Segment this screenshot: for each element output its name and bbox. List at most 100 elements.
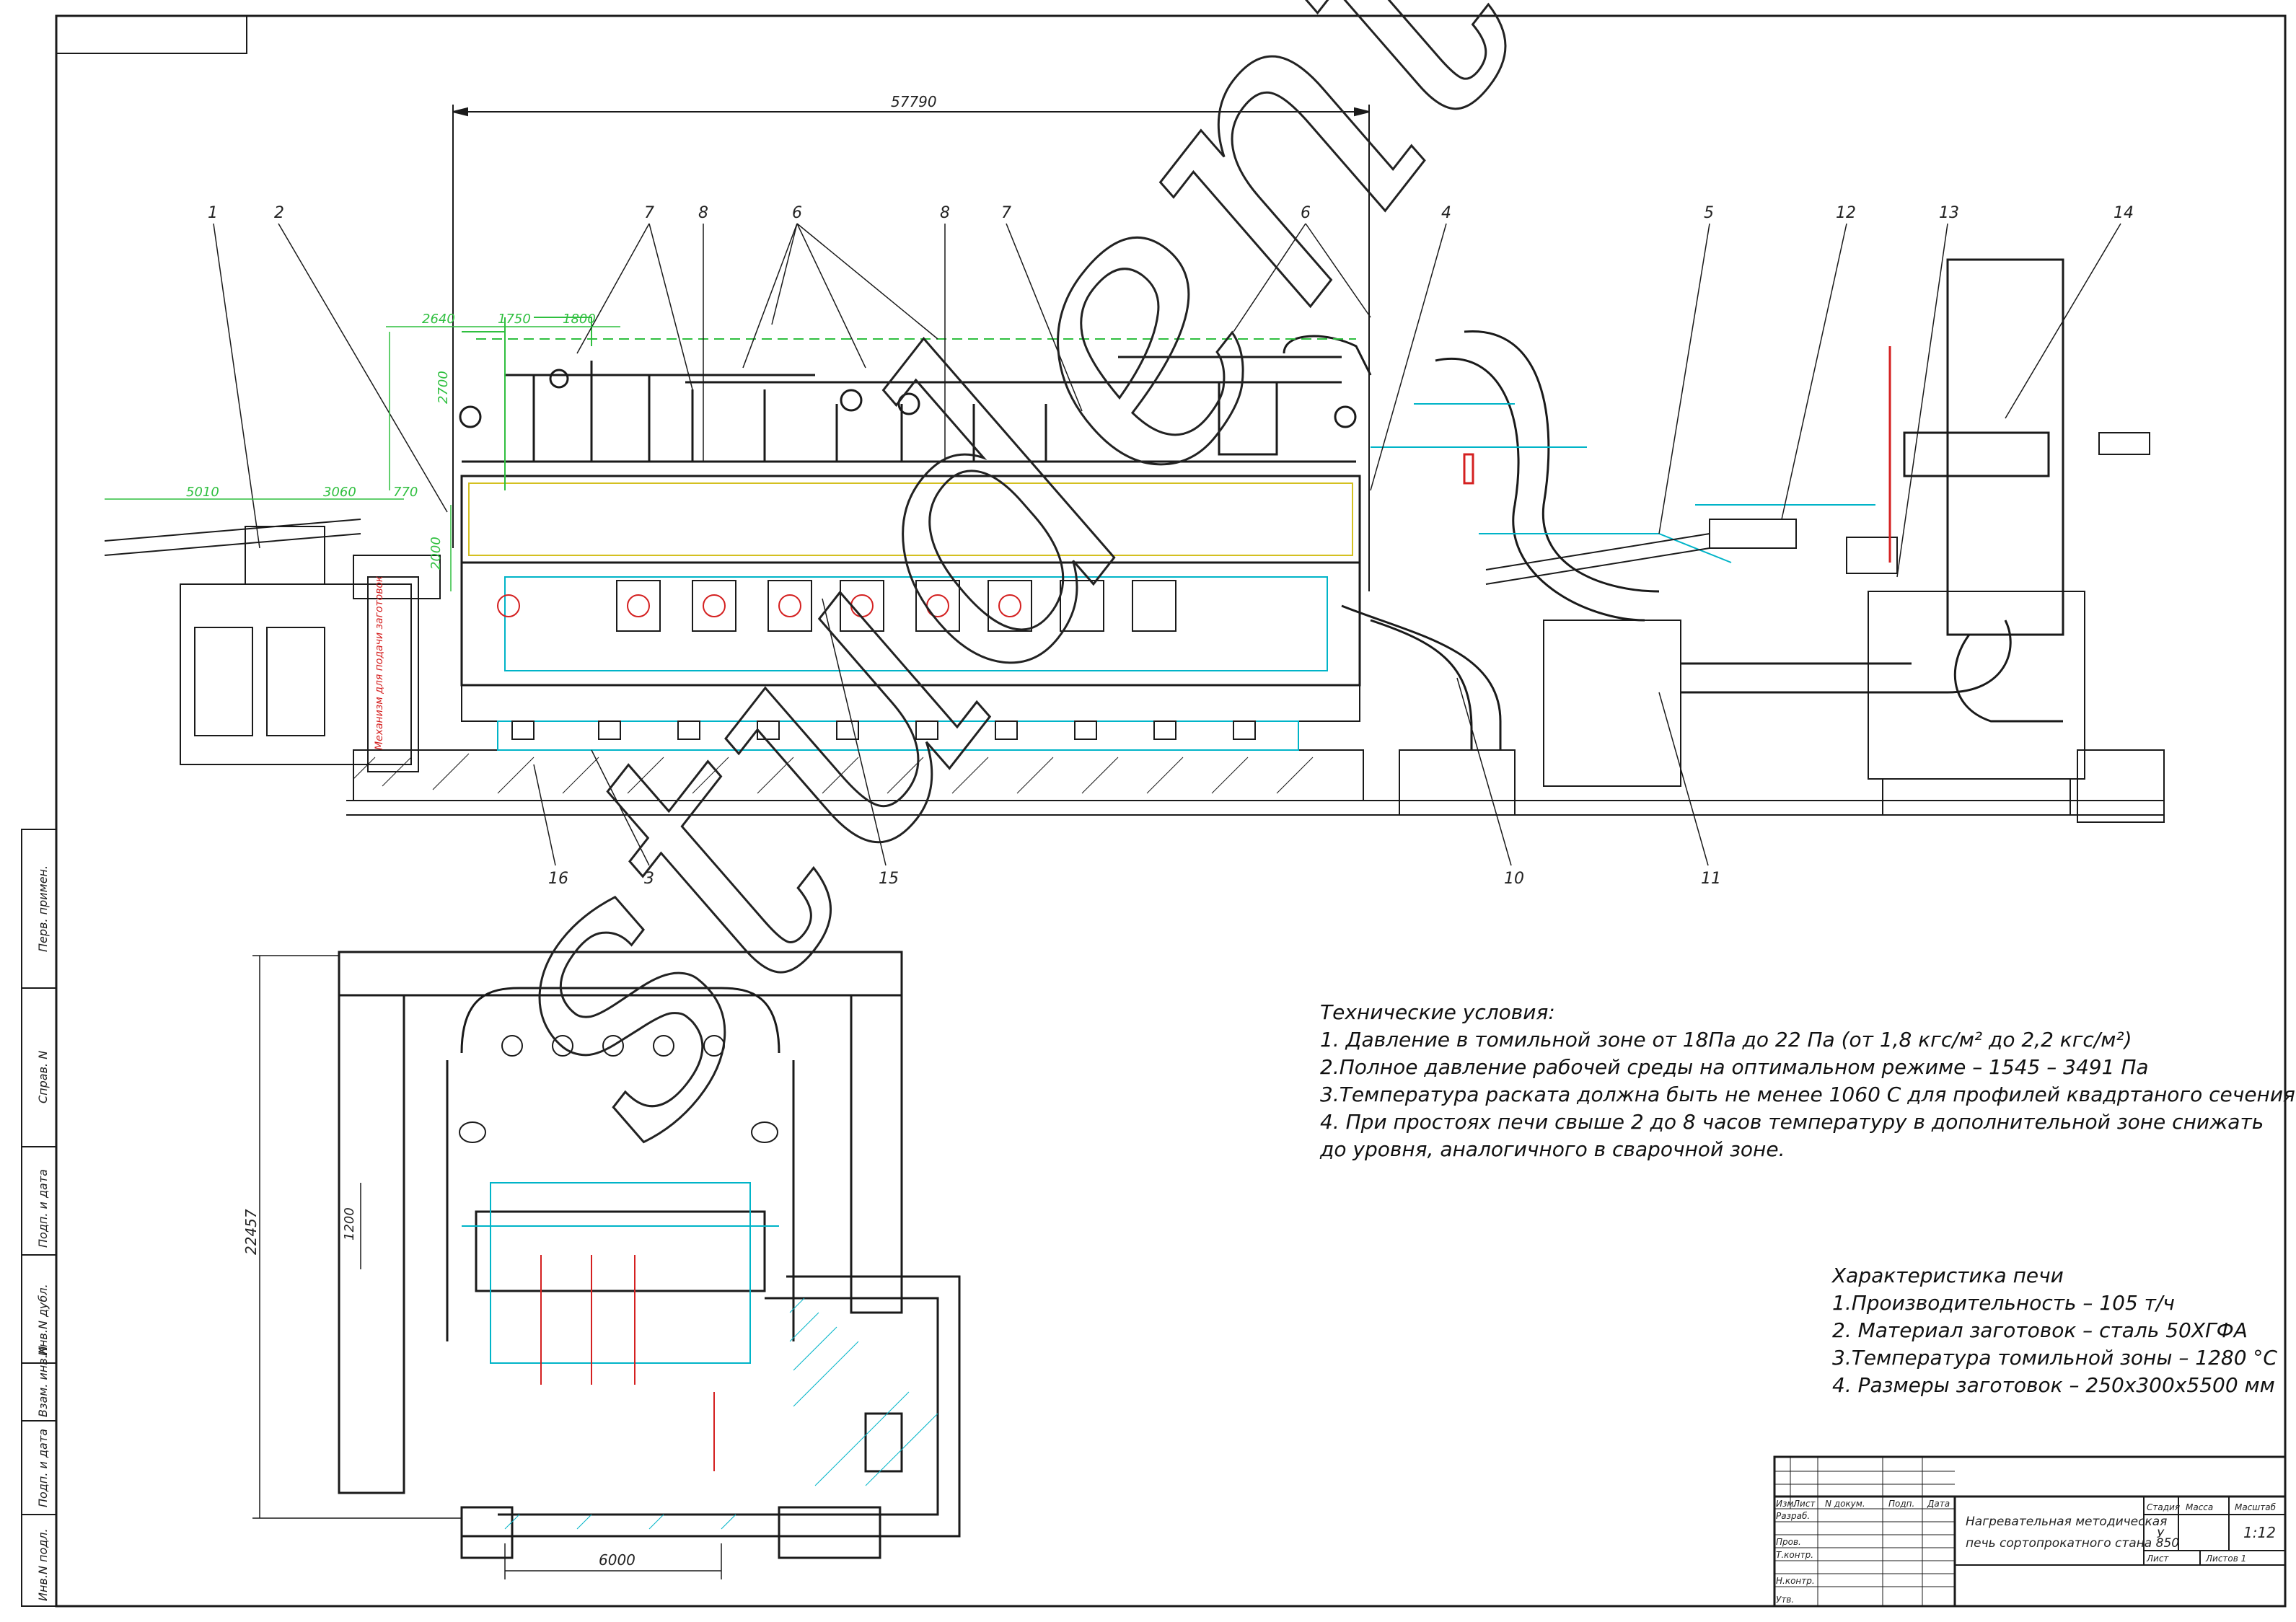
tb-row-nkontr: Н.контр.	[1776, 1576, 1815, 1586]
section-burners	[459, 1035, 778, 1143]
callout-numbers: 1 2 7 8 6 8 7 6 4 5 12 13 14 16 3 15 10 …	[208, 204, 2134, 888]
callout-13: 13	[1939, 204, 1959, 222]
callout-11: 11	[1701, 870, 1721, 888]
recuperator-ducts	[1341, 258, 2064, 750]
section-red	[540, 1255, 715, 1471]
callout-6a: 6	[792, 204, 802, 222]
tb-row-utv: Утв.	[1776, 1595, 1794, 1605]
section-structure	[338, 951, 961, 1559]
dim-3060: 3060	[323, 485, 356, 500]
callout-7b: 7	[1001, 204, 1011, 222]
char-title: Характеристика печи	[1832, 1264, 2064, 1287]
tb-col-izm: Изм.	[1776, 1499, 1796, 1509]
callout-8b: 8	[940, 204, 950, 222]
callout-16: 16	[548, 870, 568, 888]
technical-conditions: Технические условия: 1. Давление в томил…	[1320, 999, 2296, 1163]
charging-table	[104, 519, 441, 772]
dim-1750: 1750	[498, 312, 531, 327]
callout-5: 5	[1704, 204, 1714, 222]
callout-15: 15	[879, 870, 899, 888]
section-arch	[446, 987, 795, 1341]
dim-2700: 2700	[436, 371, 451, 404]
char-line-4: 4. Размеры заготовок – 250х300х5500 мм	[1832, 1373, 2275, 1397]
tb-name-line2: печь сортопрокатного стана 850	[1966, 1536, 2179, 1551]
callout-1: 1	[208, 204, 218, 222]
char-line-1: 1.Производительность – 105 т/ч	[1832, 1291, 2175, 1315]
side-podp-data-2: Подп. и дата	[36, 1429, 50, 1507]
dim-1200: 1200	[342, 1207, 357, 1240]
side-podp-data-1: Подп. и дата	[36, 1169, 50, 1248]
tech-line-3: 3.Температура раската должна быть не мен…	[1320, 1083, 2296, 1106]
burner-boxes	[616, 580, 1176, 632]
tech-line-4: 4. При простоях печи свыше 2 до 8 часов …	[1320, 1110, 2264, 1134]
side-inv-dubl: Инв.N дубл.	[36, 1284, 50, 1356]
tb-mass-label: Масса	[2186, 1502, 2213, 1512]
dim-section-width: 6000	[599, 1551, 635, 1569]
side-strip	[21, 829, 57, 1607]
burners	[497, 594, 1021, 617]
side-strip-labels: Перв. примен. Справ. N Подп. и дата Инв.…	[36, 865, 50, 1601]
callout-7a: 7	[644, 204, 654, 222]
foundation	[180, 583, 2165, 823]
green-dimensions	[105, 326, 620, 591]
dim-overall-length: 57790	[891, 93, 937, 110]
tech-line-2: 2.Полное давление рабочей среды на оптим…	[1320, 1055, 2149, 1079]
side-inv-podl: Инв.N подл.	[36, 1528, 50, 1601]
dim-2640: 2640	[422, 312, 455, 327]
callout-2: 2	[274, 204, 284, 222]
dim-section-height: 22457	[242, 1209, 260, 1255]
side-sprav-no: Справ. N	[36, 1051, 50, 1103]
callout-12: 12	[1836, 204, 1856, 222]
skid-supports	[511, 720, 1256, 740]
tb-name-line1: Нагревательная методическая	[1966, 1515, 2167, 1529]
furnace-characteristics: Характеристика печи 1.Производительность…	[1832, 1262, 2277, 1399]
section-cyan	[462, 1182, 779, 1364]
elevation-view: 57790	[104, 93, 2165, 888]
tb-scale-label: Масштаб	[2235, 1502, 2277, 1512]
red-markers	[1463, 346, 1891, 563]
callout-3: 3	[644, 870, 654, 888]
tb-stage-value: У	[2157, 1527, 2165, 1541]
side-perv-primen: Перв. примен.	[36, 865, 50, 952]
tb-sheets-label: Листов 1	[2205, 1553, 2246, 1564]
dim-5010: 5010	[186, 485, 219, 500]
tb-scale-value: 1:12	[2243, 1524, 2276, 1541]
section-dimensions	[252, 955, 722, 1579]
tb-col-date: Дата	[1927, 1499, 1950, 1509]
char-line-3: 3.Температура томильной зоны – 1280 °С	[1832, 1346, 2277, 1370]
tb-col-sign: Подп.	[1888, 1499, 1914, 1509]
overall-dimension	[452, 105, 1370, 591]
furnace-body	[460, 475, 1361, 751]
tb-row-razrab: Разраб.	[1776, 1511, 1810, 1521]
cross-section-view: 22457 6000 1200	[242, 951, 961, 1579]
leader-lines	[213, 223, 2121, 866]
title-block	[1773, 1455, 2287, 1608]
title-block-text: Изм. Лист N докум. Подп. Дата Разраб. Пр…	[1776, 1499, 2277, 1605]
tb-col-list: Лист	[1793, 1499, 1816, 1509]
section-hatch	[504, 1297, 938, 1530]
char-line-2: 2. Материал заготовок – сталь 50ХГФА	[1832, 1318, 2248, 1342]
sheet-frame	[55, 14, 2287, 1608]
tb-row-prov: Пров.	[1776, 1537, 1801, 1547]
tech-line-5: до уровня, аналогичного в сварочной зоне…	[1320, 1137, 1785, 1161]
top-piping	[459, 335, 1372, 463]
callout-10: 10	[1504, 870, 1524, 888]
tb-stage-label: Стадия	[2147, 1502, 2180, 1512]
discharge-table	[1485, 432, 2150, 585]
ducts-cyan	[1371, 403, 1875, 563]
foundation-hatch	[353, 753, 1314, 794]
dim-2000: 2000	[428, 537, 444, 570]
side-mechanism-label: Механизм для подачи заготовок	[374, 576, 385, 750]
tech-title: Технические условия:	[1320, 1000, 1555, 1024]
tb-col-doc: N докум.	[1825, 1499, 1865, 1509]
dim-770: 770	[393, 485, 418, 500]
callout-14: 14	[2114, 204, 2134, 222]
callout-8a: 8	[698, 204, 708, 222]
top-piping-green	[462, 317, 1356, 490]
green-dimension-text: 2640 1750 1800 5010 3060 770 2000 2700	[186, 312, 596, 570]
dim-1800: 1800	[563, 312, 596, 327]
tb-row-tkontr: Т.контр.	[1776, 1550, 1813, 1560]
side-vzam-inv: Взам. инв.N	[36, 1346, 50, 1417]
callout-4: 4	[1441, 204, 1451, 222]
